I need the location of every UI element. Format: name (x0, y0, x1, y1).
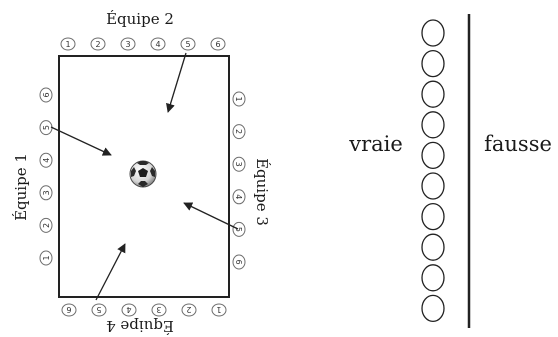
team-4-position-5: 5 (91, 303, 107, 317)
position-number: 2 (234, 129, 243, 134)
team-4-position-4: 4 (121, 303, 137, 317)
team-3-positions: 1 2 3 4 5 6 (232, 91, 246, 270)
team-1-label: Équipe 1 (12, 153, 30, 221)
answer-circle-9[interactable] (421, 264, 445, 292)
team-1-position-3: 3 (39, 185, 53, 201)
position-circle (39, 250, 53, 266)
soccer-ball-icon (129, 160, 157, 188)
team-2-position-4: 4 (150, 37, 166, 51)
team-1-positions: 1 2 3 4 5 6 (39, 87, 53, 266)
position-circle (91, 303, 107, 317)
position-number: 4 (234, 194, 243, 199)
position-circle (61, 303, 77, 317)
position-number: 4 (126, 305, 131, 314)
team-3-position-2: 2 (232, 124, 246, 140)
arrow-team-3 (183, 202, 239, 230)
position-number: 3 (125, 40, 130, 49)
position-circle (232, 156, 246, 172)
arrow-team-2 (166, 52, 187, 113)
true-label: vraie (348, 132, 403, 156)
team-4-position-2: 2 (181, 303, 197, 317)
position-circle (150, 37, 166, 51)
position-circle (39, 152, 53, 168)
position-number: 6 (42, 92, 51, 97)
answer-circle-6[interactable] (421, 172, 445, 200)
position-circle (180, 37, 196, 51)
position-number: 2 (95, 40, 100, 49)
position-circle (39, 185, 53, 201)
team-2-position-3: 3 (120, 37, 136, 51)
position-circle (181, 303, 197, 317)
position-number: 1 (216, 305, 221, 314)
position-number: 1 (234, 96, 243, 101)
position-number: 1 (42, 255, 51, 260)
position-circle (90, 37, 106, 51)
team-2-label: Équipe 2 (106, 10, 174, 28)
position-number: 3 (234, 162, 243, 167)
answer-circle-2[interactable] (421, 49, 445, 78)
position-circle (232, 221, 246, 237)
position-circle (39, 87, 53, 103)
team-3-position-1: 1 (232, 91, 246, 107)
playing-field (58, 55, 230, 298)
position-circle (60, 37, 76, 51)
position-circle (39, 217, 53, 233)
position-number: 5 (234, 227, 243, 232)
team-1-position-1: 1 (39, 250, 53, 266)
team-3-position-6: 6 (232, 254, 246, 270)
position-number: 2 (186, 305, 191, 314)
position-circle (120, 37, 136, 51)
answer-circle-3[interactable] (421, 80, 445, 108)
position-number: 6 (234, 259, 243, 264)
position-circle (232, 91, 246, 107)
team-2-position-2: 2 (90, 37, 106, 51)
team-1-position-6: 6 (39, 87, 53, 103)
team-1-position-4: 4 (39, 152, 53, 168)
team-2-position-6: 6 (210, 37, 226, 51)
position-number: 5 (96, 305, 101, 314)
position-number: 5 (42, 125, 51, 130)
team-3-position-4: 4 (232, 189, 246, 205)
team-1-position-2: 2 (39, 217, 53, 233)
position-circle (211, 303, 227, 317)
position-circle (210, 37, 226, 51)
answer-circle-5[interactable] (421, 141, 445, 170)
arrow-team-1 (50, 126, 112, 156)
answer-circle-7[interactable] (421, 202, 445, 231)
position-number: 1 (65, 40, 70, 49)
answer-circle-4[interactable] (421, 111, 445, 139)
position-circle (121, 303, 137, 317)
team-4-positions: 1 2 3 4 5 6 (61, 303, 227, 317)
team-4-position-6: 6 (61, 303, 77, 317)
answer-circle-8[interactable] (421, 233, 445, 261)
position-number: 4 (42, 158, 51, 163)
team-1-position-5: 5 (39, 120, 53, 136)
position-number: 4 (155, 40, 160, 49)
false-label: fausse (484, 132, 552, 156)
team-3-position-3: 3 (232, 156, 246, 172)
answer-circle-1[interactable] (421, 19, 445, 47)
team-4-position-1: 1 (211, 303, 227, 317)
answer-circle-10[interactable] (421, 294, 445, 323)
position-number: 2 (42, 223, 51, 228)
answer-circles (421, 19, 445, 323)
team-4-position-3: 3 (151, 303, 167, 317)
position-circle (232, 254, 246, 270)
position-number: 6 (215, 40, 220, 49)
team-2-position-1: 1 (60, 37, 76, 51)
team-4-label: Équipe 4 (106, 317, 174, 335)
arrow-team-4 (95, 243, 126, 301)
position-number: 3 (42, 190, 51, 195)
team-3-label: Équipe 3 (253, 158, 271, 226)
position-circle (151, 303, 167, 317)
position-number: 5 (185, 40, 190, 49)
position-circle (232, 124, 246, 140)
position-circle (232, 189, 246, 205)
position-number: 3 (156, 305, 161, 314)
team-3-position-5: 5 (232, 221, 246, 237)
team-2-position-5: 5 (180, 37, 196, 51)
team-2-positions: 1 2 3 4 5 6 (60, 37, 226, 51)
position-number: 6 (66, 305, 71, 314)
